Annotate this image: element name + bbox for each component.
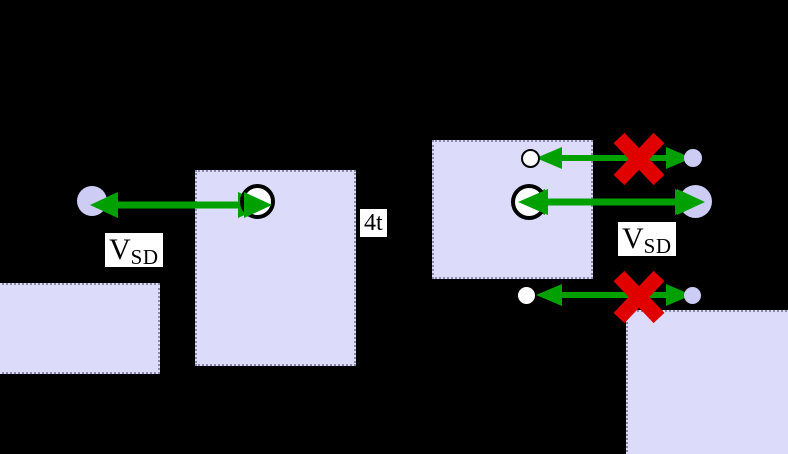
right-middle-arrowhead-west xyxy=(518,189,548,215)
right-top-source-marker xyxy=(521,149,540,168)
right-bias-subscript: SD xyxy=(643,233,672,258)
left-arrowhead-west xyxy=(90,192,118,218)
right-middle-arrowhead-east xyxy=(677,189,705,215)
right-top-blocked-icon xyxy=(613,132,665,186)
right-lower-band xyxy=(626,310,788,454)
right-transition-top-arrow xyxy=(536,147,692,169)
right-bottom-blocked-icon xyxy=(613,270,665,324)
right-bottom-source-marker xyxy=(518,287,535,304)
right-top-drain-marker xyxy=(684,149,702,167)
right-bias-symbol: V xyxy=(622,222,644,255)
bandwidth-text: 4t xyxy=(364,210,383,236)
right-transition-bottom-arrow xyxy=(536,284,692,306)
right-bottom-drain-marker xyxy=(684,287,701,304)
right-bias-label: VSD xyxy=(618,222,676,256)
left-bias-subscript: SD xyxy=(130,244,159,269)
left-lower-band xyxy=(0,283,160,374)
left-bias-symbol: V xyxy=(109,233,131,266)
bandwidth-label: 4t xyxy=(360,209,387,237)
left-arrowhead-east xyxy=(244,192,272,218)
left-bias-label: VSD xyxy=(105,233,163,267)
